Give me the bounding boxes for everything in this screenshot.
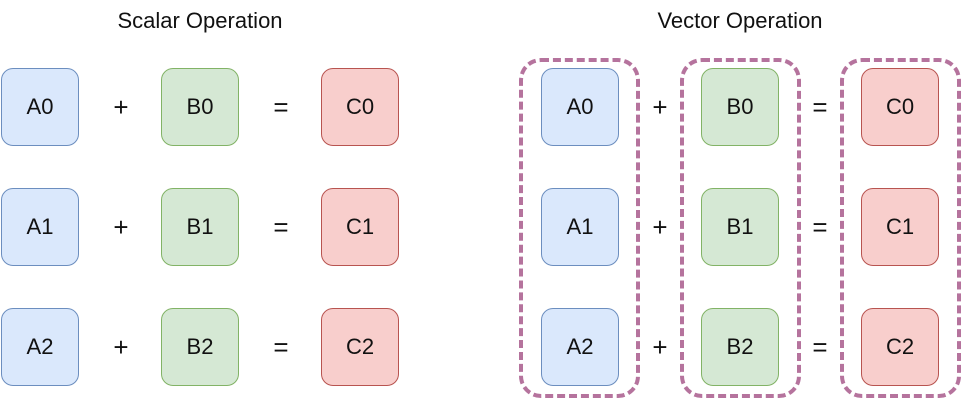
scalar-operand-a: A0 [1,68,79,146]
box-label: C1 [885,214,915,239]
box-label: A0 [566,94,594,119]
equals-operator: = [812,212,828,242]
vector-operand-b: B2 [701,308,779,386]
vector-title: Vector Operation [657,8,823,33]
scalar-operand-b: B0 [161,68,239,146]
vector-group-a [519,58,640,398]
box-label: C0 [345,94,375,119]
plus-operator: + [652,332,668,362]
box-label: C1 [345,214,375,239]
box-label: B2 [726,334,754,359]
box-label: A2 [566,334,594,359]
scalar-result-c: C1 [321,188,399,266]
box-label: A0 [26,94,54,119]
plus-operator: + [113,212,129,242]
box-label: C2 [345,334,375,359]
scalar-result-c: C0 [321,68,399,146]
box-label: B1 [186,214,214,239]
vector-operand-b: B1 [701,188,779,266]
equals-operator: = [273,332,289,362]
equals-operator: = [273,92,289,122]
scalar-operand-a: A1 [1,188,79,266]
vector-group-c [840,58,961,398]
equals-operator: = [812,332,828,362]
equals-operator: = [812,92,828,122]
box-label: B0 [186,94,214,119]
vector-result-c: C0 [861,68,939,146]
plus-operator: + [652,212,668,242]
scalar-result-c: C2 [321,308,399,386]
box-label: B1 [726,214,754,239]
scalar-title: Scalar Operation [117,8,283,33]
vector-result-c: C2 [861,308,939,386]
box-label: B2 [186,334,214,359]
vector-operand-a: A0 [541,68,619,146]
scalar-operand-b: B1 [161,188,239,266]
scalar-operand-a: A2 [1,308,79,386]
box-label: A2 [26,334,54,359]
plus-operator: + [113,92,129,122]
vector-result-c: C1 [861,188,939,266]
vector-operand-a: A1 [541,188,619,266]
equals-operator: = [273,212,289,242]
box-label: A1 [26,214,54,239]
box-label: C2 [885,334,915,359]
vector-group-b [680,58,801,398]
plus-operator: + [652,92,668,122]
box-label: B0 [726,94,754,119]
plus-operator: + [113,332,129,362]
scalar-operand-b: B2 [161,308,239,386]
vector-operand-a: A2 [541,308,619,386]
box-label: A1 [566,214,594,239]
box-label: C0 [885,94,915,119]
vector-operand-b: B0 [701,68,779,146]
